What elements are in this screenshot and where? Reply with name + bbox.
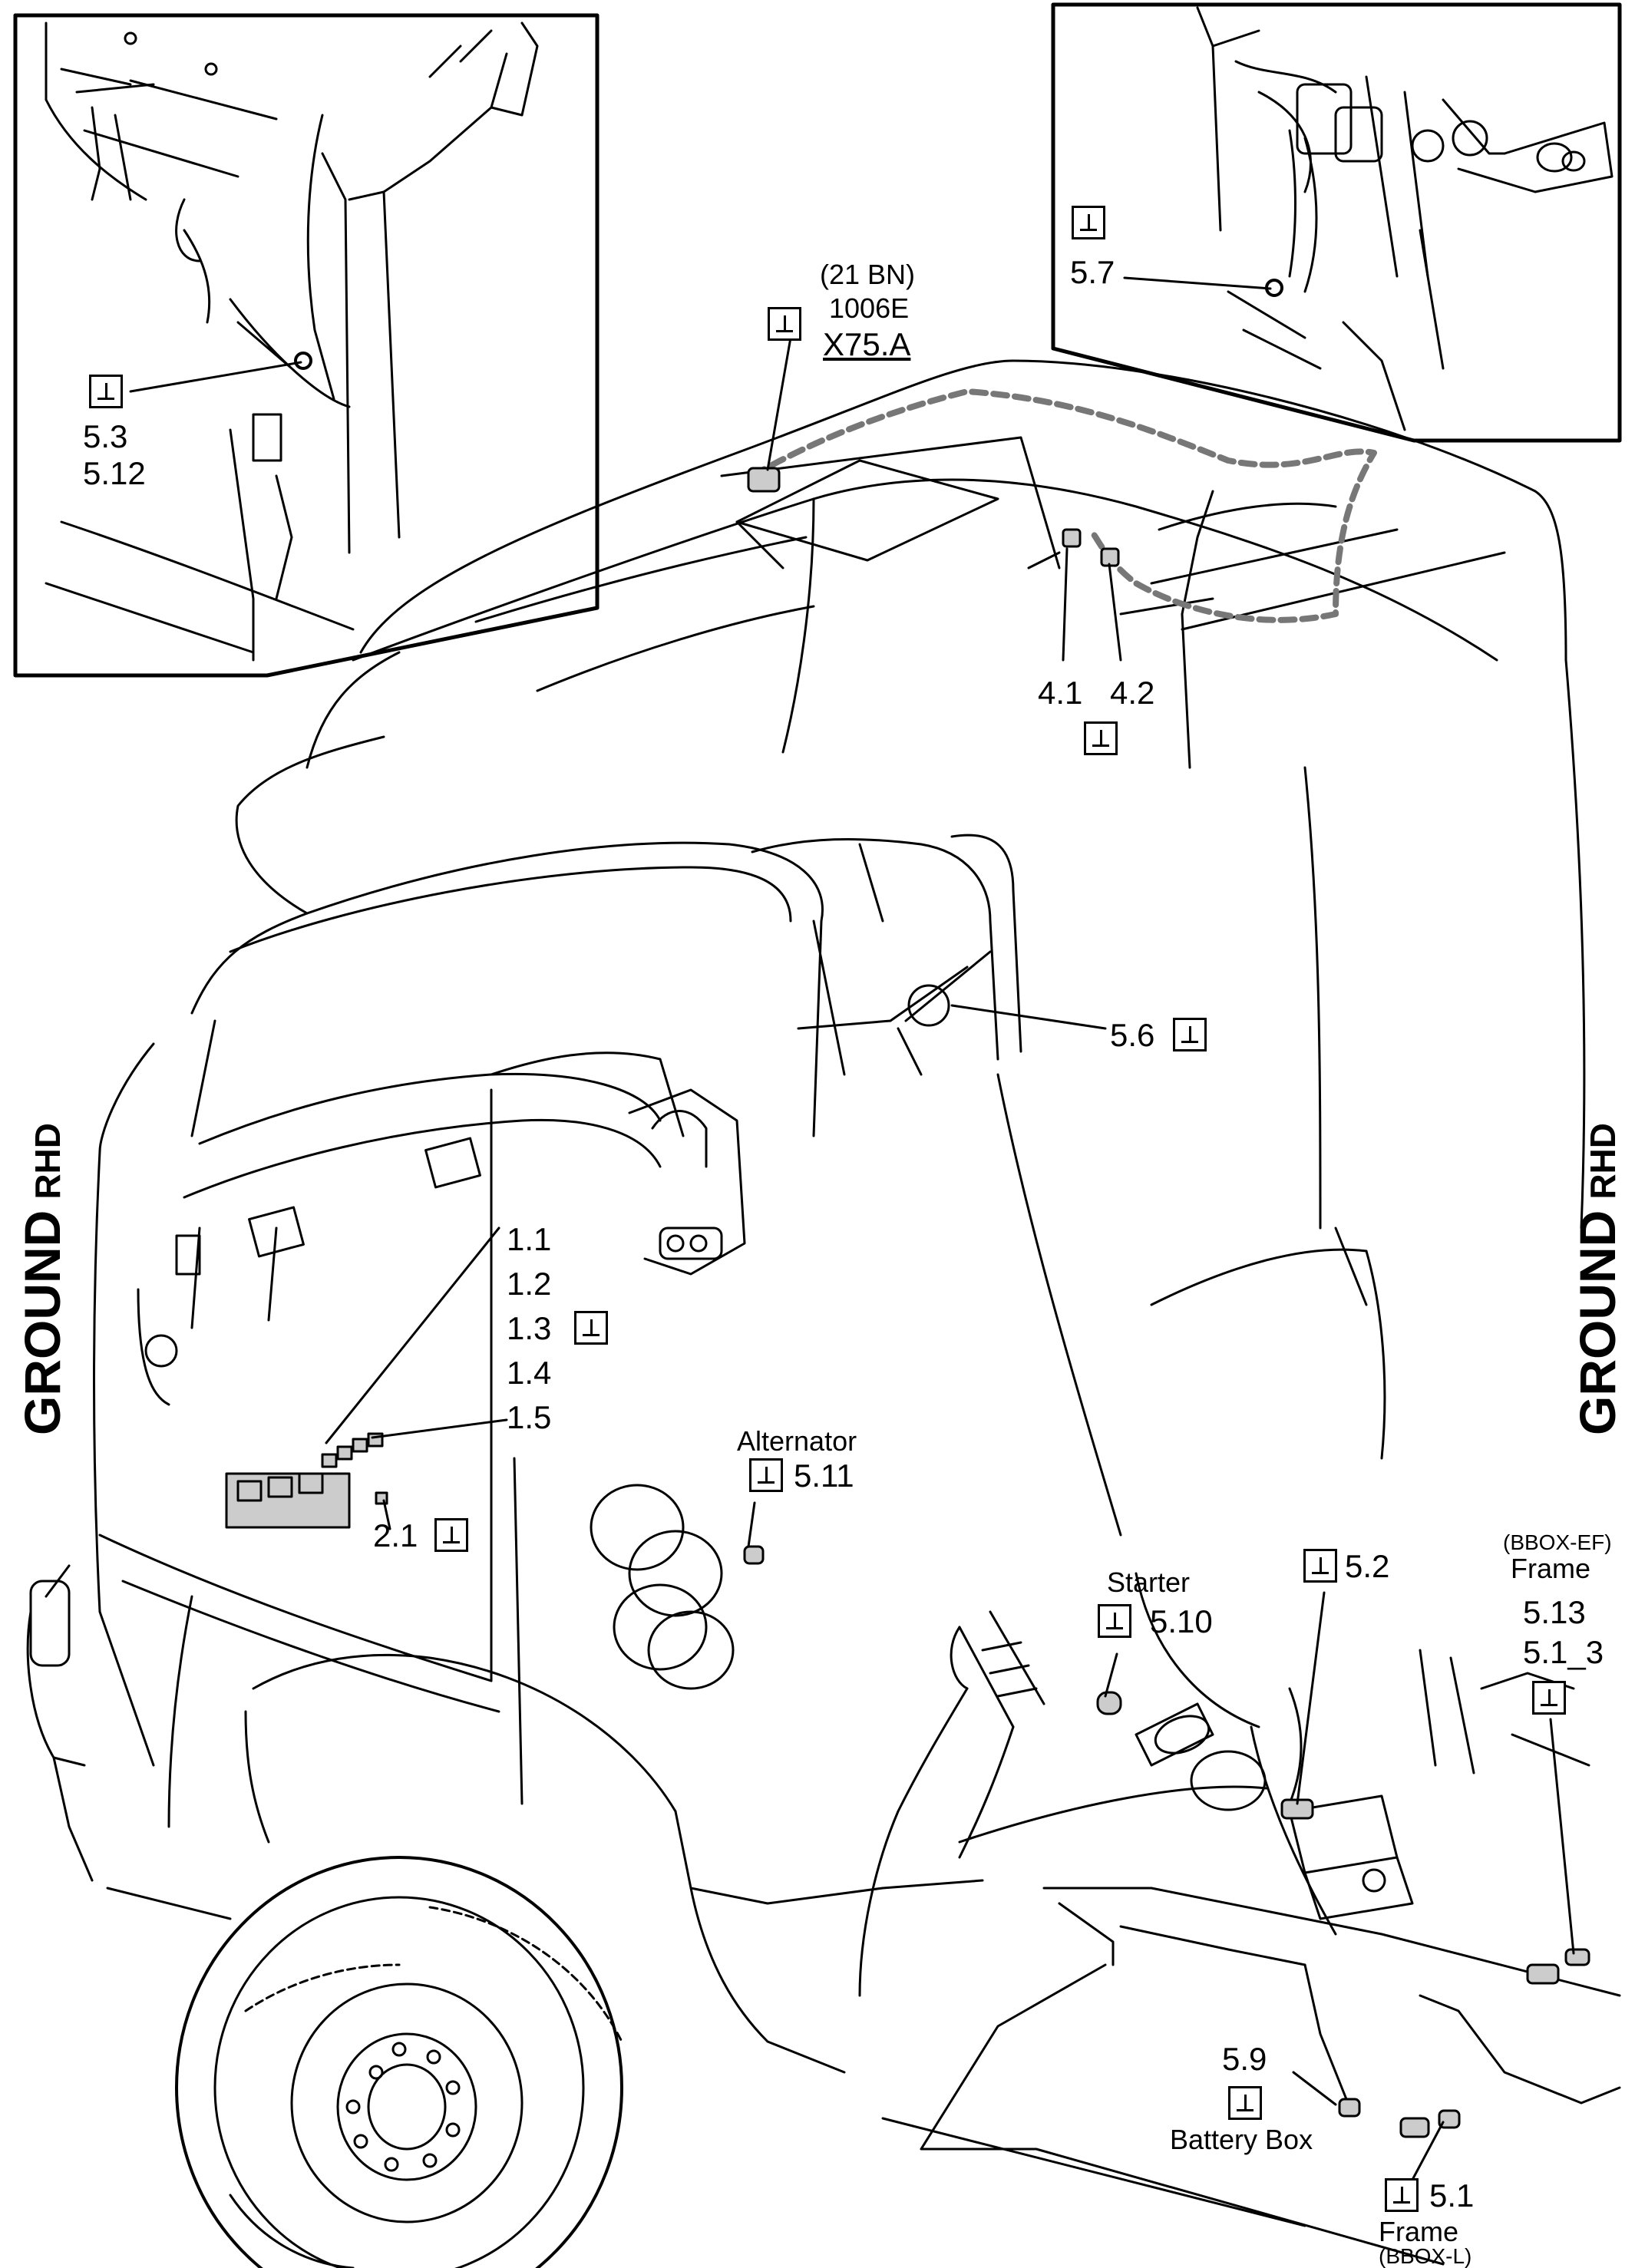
- ground-symbol-icon: [768, 307, 801, 341]
- ground-symbol-icon: [749, 1458, 783, 1492]
- connector-wire: 1006E: [829, 292, 910, 324]
- leader-lines: [129, 276, 1575, 2181]
- label-1-1: 1.1: [507, 1221, 552, 1257]
- label-2-1: 2.1: [373, 1517, 418, 1553]
- inset-left-detail: [13, 13, 600, 678]
- label-5-9: 5.9: [1222, 2041, 1267, 2077]
- label-4-2: 4.2: [1110, 675, 1155, 711]
- label-4-1: 4.1: [1038, 675, 1083, 711]
- label-starter: Starter: [1107, 1566, 1191, 1598]
- label-5-7: 5.7: [1070, 254, 1115, 290]
- side-title-left-main: GROUND: [14, 1210, 71, 1435]
- label-5-1: 5.1: [1429, 2177, 1475, 2214]
- label-5-6: 5.6: [1110, 1017, 1155, 1053]
- ground-symbol-icon: [434, 1518, 468, 1552]
- roof-harness-route: [749, 388, 1377, 623]
- label-5-13: 5.13: [1523, 1594, 1586, 1630]
- label-frame-bottom: Frame: [1379, 2216, 1459, 2247]
- inset-right-detail: [1051, 2, 1622, 443]
- label-5-12: 5.12: [83, 455, 146, 491]
- label-1-3: 1.3: [507, 1310, 552, 1346]
- label-5-1-3: 5.1_3: [1523, 1634, 1604, 1670]
- label-1-2: 1.2: [507, 1266, 552, 1302]
- label-alternator: Alternator: [737, 1425, 857, 1457]
- ground-symbol-icon: [1173, 1018, 1207, 1051]
- label-bbox-l: (BBOX-L): [1379, 2244, 1472, 2268]
- connector-id: X75.A: [823, 326, 911, 362]
- side-title-right-sub: RHD: [1583, 1123, 1623, 1200]
- ground-symbol-icon: [1072, 206, 1105, 239]
- side-title-right: GROUND RHD: [1569, 1123, 1626, 1435]
- label-battery-box: Battery Box: [1170, 2124, 1313, 2155]
- ground-symbol-icon: [1228, 2086, 1262, 2120]
- label-5-2: 5.2: [1345, 1548, 1390, 1584]
- side-title-right-main: GROUND: [1569, 1210, 1626, 1435]
- ground-symbol-icon: [1303, 1549, 1337, 1583]
- label-5-11: 5.11: [794, 1458, 854, 1494]
- ground-symbol-icon: [574, 1311, 608, 1345]
- label-5-3: 5.3: [83, 418, 128, 454]
- connector-circuit: (21 BN): [820, 259, 916, 290]
- ground-symbol-icon: [1532, 1681, 1566, 1715]
- label-5-10: 5.10: [1150, 1603, 1213, 1639]
- ground-symbol-icon: [1098, 1604, 1131, 1638]
- label-1-4: 1.4: [507, 1355, 552, 1391]
- ground-symbol-icon: [1385, 2178, 1419, 2212]
- ground-symbol-icon: [1084, 721, 1118, 755]
- side-title-left: GROUND RHD: [14, 1123, 71, 1435]
- label-bbox-ef: (BBOX-EF): [1503, 1530, 1612, 1554]
- ground-symbol-icon: [89, 375, 123, 408]
- label-1-5: 1.5: [507, 1399, 552, 1435]
- truck-cab: [26, 359, 1621, 2268]
- label-frame-top: Frame: [1511, 1553, 1591, 1584]
- side-title-left-sub: RHD: [28, 1123, 68, 1200]
